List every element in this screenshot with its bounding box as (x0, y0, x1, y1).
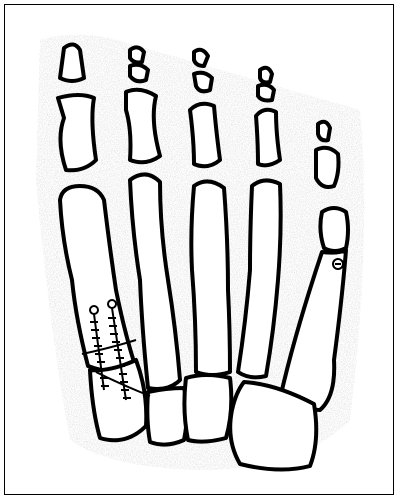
metatarsal-3 (191, 181, 230, 375)
medial-cuneiform (90, 360, 146, 440)
screw-head-1 (90, 306, 98, 314)
toe2-middle-phalanx (130, 65, 148, 82)
toe4-middle-phalanx (258, 85, 274, 101)
toe5-distal-phalanx (318, 122, 330, 141)
lateral-cuneiform (184, 375, 231, 442)
toe1-distal-phalanx (60, 44, 84, 81)
toe5-middle-phalanx (316, 148, 339, 187)
toe4-distal-phalanx (260, 68, 272, 83)
toe3-middle-phalanx (194, 73, 212, 92)
toe3-distal-phalanx (194, 50, 208, 66)
toe5-screw (333, 259, 343, 269)
toe2-distal-phalanx (130, 47, 144, 62)
intermediate-cuneiform (147, 388, 187, 445)
toe1-proximal-phalanx (58, 95, 96, 170)
toe3-proximal-phalanx (190, 104, 220, 167)
toe4-proximal-phalanx (256, 110, 280, 166)
toe2-proximal-phalanx (126, 90, 160, 163)
screw-head-2 (108, 300, 116, 308)
toe5-proximal-phalanx (320, 208, 348, 251)
